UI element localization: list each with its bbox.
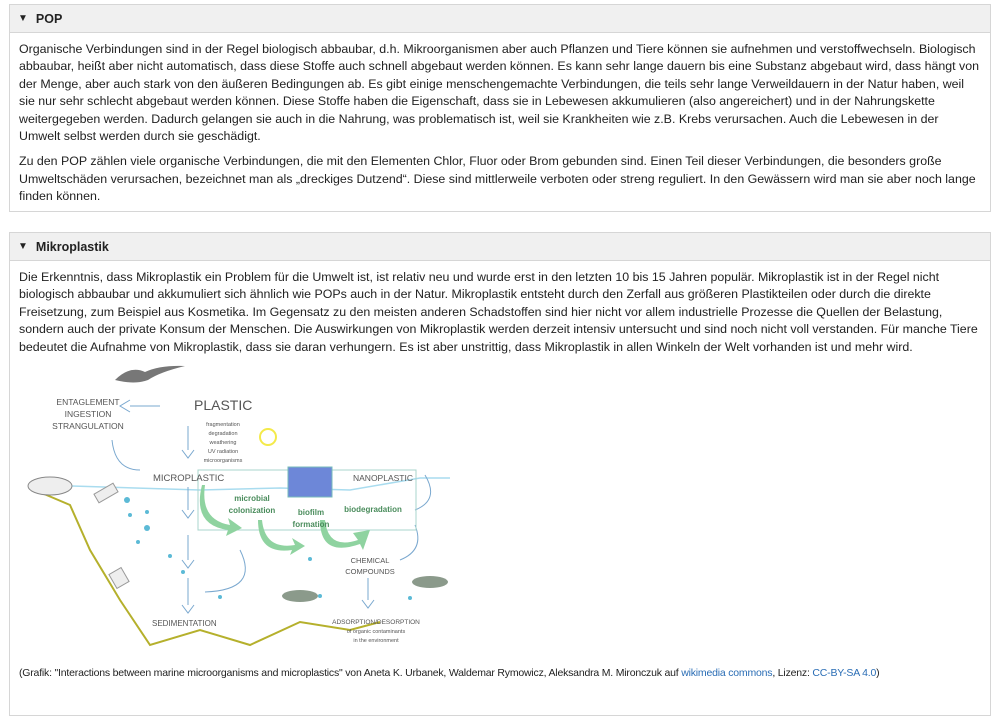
green-arrow-icon (199, 485, 370, 555)
caret-down-icon: ▼ (18, 13, 28, 24)
label-nanoplastic: NANOPLASTIC (353, 473, 413, 483)
wikimedia-link[interactable]: wikimedia commons (681, 667, 773, 679)
paragraph: Die Erkenntnis, dass Mikroplastik ein Pr… (19, 270, 978, 354)
label-chemical: COMPOUNDS (345, 567, 395, 576)
arrow-left-icon (119, 399, 160, 413)
microplastics-diagram: PLASTIC ENTAGLEMENT INGESTION STRANGULAT… (20, 360, 452, 656)
seabed-line (29, 487, 381, 647)
biofilm-image (287, 466, 333, 498)
label-process: microorganisms (204, 458, 243, 464)
figure-caption: (Grafik: "Interactions between marine mi… (19, 667, 880, 679)
pop-section: ▼ POP Organische Verbindungen sind in de… (9, 4, 991, 212)
label-process: fragmentation (206, 422, 240, 428)
caption-text: (Grafik: "Interactions between marine mi… (19, 667, 682, 679)
label-process: UV radiation (208, 449, 238, 455)
label-adsorption: of organic contaminants (347, 629, 406, 635)
label-microbial: microbial (234, 494, 270, 503)
license-link[interactable]: CC-BY-SA 4.0 (812, 667, 877, 679)
label-effects: ENTAGLEMENT (56, 397, 119, 407)
arrow-down-icon (111, 426, 432, 614)
label-adsorption: ADSORPTION/DESORPTION (332, 619, 420, 626)
label-process: weathering (209, 440, 237, 446)
label-biofilm: biofilm (298, 508, 324, 517)
label-biodegradation: biodegradation (344, 505, 402, 514)
microplastic-particles (124, 497, 412, 600)
caption-text: ) (876, 667, 880, 679)
seal-icon (27, 476, 73, 496)
label-process: degradation (208, 431, 237, 437)
label-chemical: CHEMICAL (351, 556, 390, 565)
mikroplastik-section-header[interactable]: ▼ Mikroplastik (10, 233, 990, 261)
label-microbial: colonization (229, 506, 276, 515)
label-adsorption: in the environment (353, 638, 399, 644)
label-plastic: PLASTIC (194, 397, 252, 413)
label-effects: INGESTION (65, 409, 112, 419)
fish-icon (282, 590, 318, 602)
label-effects: STRANGULATION (52, 421, 124, 431)
label-microplastic: MICROPLASTIC (153, 473, 224, 484)
plastic-bag-icon (108, 566, 130, 590)
caption-text: , Lizenz: (772, 667, 813, 679)
sun-icon (259, 428, 277, 446)
label-sedimentation: SEDIMENTATION (152, 619, 217, 628)
section-title: POP (35, 11, 63, 26)
bottle-icon (93, 482, 119, 504)
fish-icon (412, 576, 448, 588)
paragraph: Zu den POP zählen viele organische Verbi… (19, 154, 976, 204)
seagull-icon (115, 365, 185, 383)
paragraph: Organische Verbindungen sind in der Rege… (19, 42, 980, 144)
pop-section-header[interactable]: ▼ POP (10, 5, 990, 33)
section-title: Mikroplastik (35, 239, 109, 254)
mikroplastik-section: ▼ Mikroplastik Die Erkenntnis, dass Mikr… (9, 232, 991, 716)
label-biofilm: formation (293, 520, 330, 529)
caret-down-icon: ▼ (18, 241, 28, 252)
